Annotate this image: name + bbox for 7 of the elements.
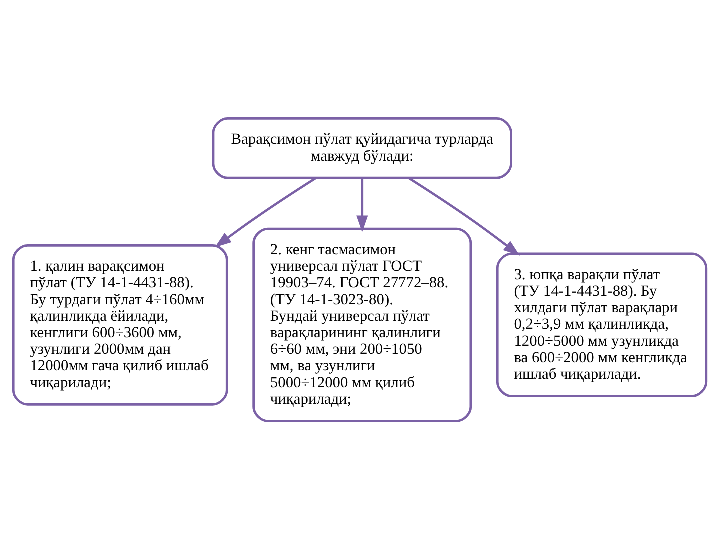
arrow <box>215 177 316 248</box>
node-box: 3. юпқа варақли пўлат (ТУ 14-1-4431-88). Бу хилдаги пўлат варақлари 0,2÷3,9 мм қалинликда, 1200÷5000 мм узунликда ва 600÷2000 мм кенгликда ишлаб чиқарилади. <box>496 252 708 398</box>
arrow <box>408 177 520 256</box>
node-box: 2. кенг тасмасимон универсал пўлат ГОСТ 19903–74. ГОСТ 27772–88. (ТУ 14-1-3023-80). Бундай универсал пўлат варақларининг қалинлиги 6÷60 мм, эни 200÷1050 мм, ва узунлиги 5000÷12000 мм қилиб чиқарилади; <box>252 228 472 422</box>
node-box: Варақсимон пўлат қуйидагича турларда мавжуд бўлади: <box>212 118 512 180</box>
node-box: 1. қалин варақсимон пўлат (ТУ 14-1-4431-88). Бу турдаги пўлат 4÷160мм қалинликда ёйилади, кенглиги 600÷3600 мм, узунлиги 2000мм дан 12000мм гача қилиб ишлаб чиқарилади; <box>12 244 228 406</box>
arrow <box>356 178 368 232</box>
